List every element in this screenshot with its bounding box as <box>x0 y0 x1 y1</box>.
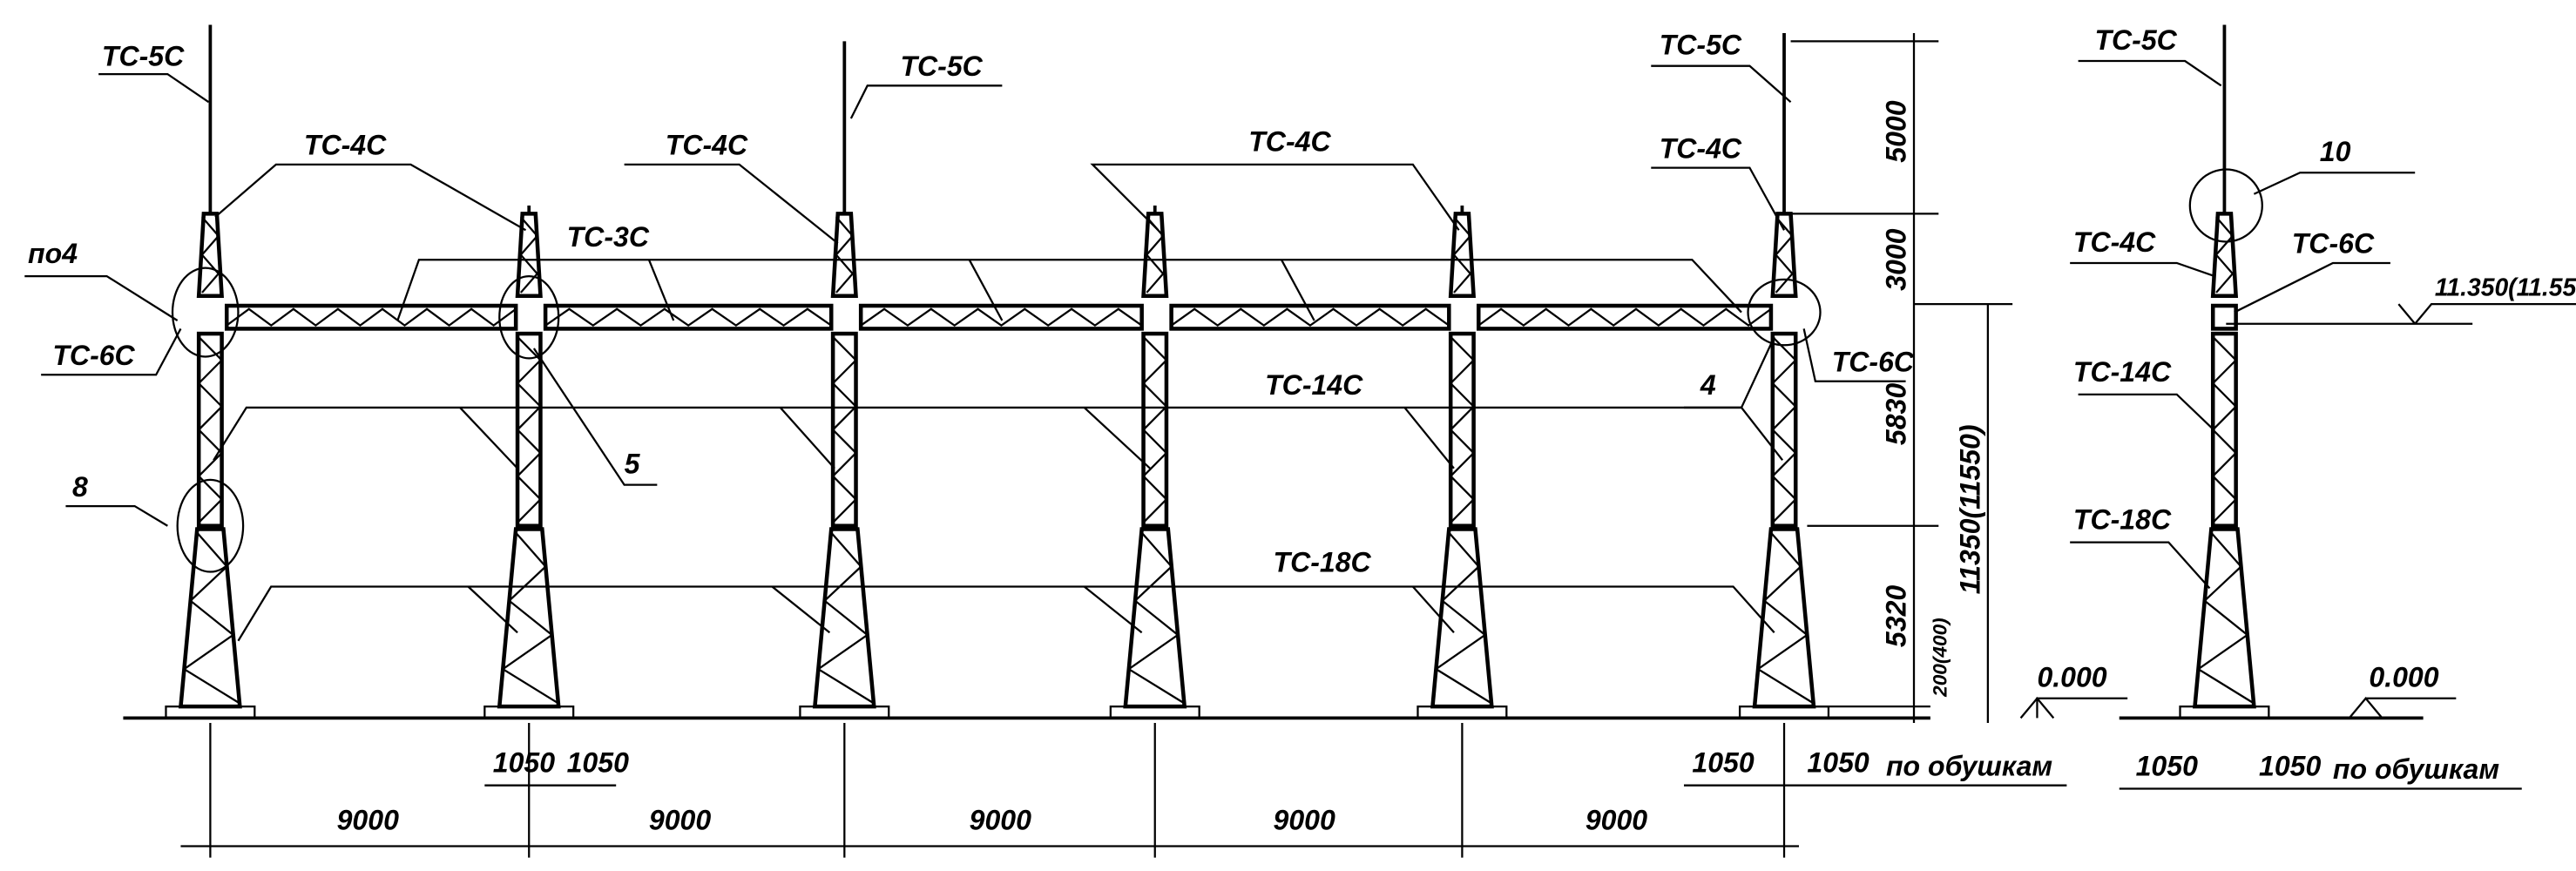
dim-11350: 11350(11550) <box>1954 424 1985 594</box>
label-node4: 4 <box>1700 369 1716 401</box>
truss-tc3c <box>858 303 1144 331</box>
node-tc6c-right <box>2210 303 2238 331</box>
vertical-dimensions: 5000 3000 5830 5320 200(400) 11350(11550… <box>1790 32 2128 724</box>
label-tc4c-5: ТС-4С <box>2073 226 2156 258</box>
callouts-main: ТС-5С ТС-4С по4 ТС-6С 8 ТС-3С 5 ТС-4С ТС… <box>24 29 1915 642</box>
section-tc18c <box>1123 527 1187 709</box>
lattice-tc18c <box>2196 531 2255 705</box>
lattice-tc4c <box>835 216 855 294</box>
lattice-tc18c <box>501 531 559 705</box>
lattice-tc4c <box>2214 216 2235 294</box>
lattice-tc18c <box>182 531 240 705</box>
section-tc18c <box>1752 527 1816 709</box>
truss-tc3c <box>543 303 834 331</box>
section-tc4c <box>1141 212 1169 298</box>
lattice-tc14c <box>1449 336 1476 523</box>
level-top: 11.350(11.550) <box>2435 273 2576 301</box>
level-zero-right: 0.000 <box>2369 662 2438 693</box>
horizontal-dimensions: 1050 1050 1050 1050 по обушкам 9000 9000… <box>180 747 2067 847</box>
truss-lattice <box>860 307 1143 327</box>
span-5: 9000 <box>1585 805 1647 836</box>
dim-1050-c: 1050 <box>1692 747 1754 779</box>
dim-1050-f: 1050 <box>2259 750 2321 781</box>
lattice-tc4c <box>519 216 539 294</box>
truss-tc3c <box>1169 303 1451 331</box>
dim-5000: 5000 <box>1881 100 1912 162</box>
detail-circle-10 <box>2188 168 2263 243</box>
label-tc5c-2: ТС-5С <box>900 51 983 82</box>
label-tc18c: ТС-18С <box>1274 547 1372 578</box>
detail-circle-5 <box>498 274 560 360</box>
section-tc18c <box>497 527 561 709</box>
dim-1050-d: 1050 <box>1807 747 1869 779</box>
dim-5320: 5320 <box>1881 585 1912 647</box>
truss-tc3c <box>1476 303 1774 331</box>
detail-circle-po4 <box>171 267 240 358</box>
lattice-tc14c <box>516 336 543 523</box>
section-tc4c <box>2210 212 2239 298</box>
span-3: 9000 <box>970 805 1031 836</box>
section-tc4c <box>830 212 858 298</box>
lattice-tc14c <box>197 336 224 523</box>
lattice-tc18c <box>816 531 875 705</box>
label-tc4c-3: ТС-4С <box>1248 126 1331 158</box>
truss-lattice <box>226 307 517 327</box>
lattice-tc4c <box>1452 216 1472 294</box>
lattice-tc14c <box>1771 336 1797 523</box>
label-tc6c-3: ТС-6С <box>2292 228 2375 260</box>
level-zero-main: 0.000 <box>2037 662 2106 693</box>
lattice-tc4c <box>200 216 220 294</box>
label-node8: 8 <box>72 471 88 503</box>
truss-lattice <box>544 307 832 327</box>
lattice-tc18c <box>1434 531 1492 705</box>
label-tc3c: ТС-3С <box>567 221 650 253</box>
label-tc4c-2: ТС-4С <box>666 130 748 161</box>
section-tc18c <box>178 527 242 709</box>
span-2: 9000 <box>649 805 711 836</box>
section-tc4c <box>515 212 543 298</box>
dim-200: 200(400) <box>1930 618 1951 698</box>
lattice-tc14c <box>2211 336 2238 523</box>
section-tc18c <box>812 527 876 709</box>
truss-tc3c <box>224 303 518 331</box>
truss-lattice <box>1477 307 1772 327</box>
lattice-tc18c <box>1126 531 1185 705</box>
po-obushkam-right: по обушкам <box>2333 753 2499 785</box>
label-tc5c-3: ТС-5С <box>1660 29 1742 60</box>
detail-circle-4 <box>1747 278 1822 347</box>
truss-lattice <box>1170 307 1450 327</box>
label-tc5c-4: ТС-5С <box>2094 24 2177 56</box>
dim-3000: 3000 <box>1881 228 1912 290</box>
callouts-right: ТС-5С 10 ТС-4С ТС-6С 11.350(11.550) ТС-1… <box>2070 24 2576 790</box>
label-tc6c-2: ТС-6С <box>1832 346 1915 377</box>
span-1: 9000 <box>337 805 399 836</box>
label-tc18c-r: ТС-18С <box>2073 503 2172 535</box>
section-tc18c <box>2193 527 2256 709</box>
dim-5830: 5830 <box>1881 383 1912 445</box>
po-obushkam-main: по обушкам <box>1886 750 2052 781</box>
label-tc14c-r: ТС-14С <box>2073 356 2172 388</box>
lattice-tc18c <box>1755 531 1815 705</box>
section-tc4c <box>1770 212 1798 298</box>
label-tc4c-1: ТС-4С <box>304 130 387 161</box>
detail-circle-8 <box>176 478 245 573</box>
section-tc4c <box>1448 212 1477 298</box>
label-tc5c-1: ТС-5С <box>102 41 185 72</box>
label-po4: по4 <box>28 238 78 269</box>
span-4: 9000 <box>1274 805 1335 836</box>
lattice-tc14c <box>831 336 858 523</box>
dim-1050-b: 1050 <box>567 747 629 779</box>
label-tc6c-1: ТС-6С <box>52 340 135 371</box>
lattice-tc14c <box>1141 336 1168 523</box>
label-tc4c-4: ТС-4С <box>1660 132 1742 164</box>
dim-1050-a: 1050 <box>493 747 555 779</box>
label-tc14c: ТС-14С <box>1265 369 1363 401</box>
towers-group <box>165 24 2270 858</box>
label-node10: 10 <box>2320 136 2351 167</box>
label-node5: 5 <box>625 448 641 479</box>
dim-1050-e: 1050 <box>2136 750 2198 781</box>
